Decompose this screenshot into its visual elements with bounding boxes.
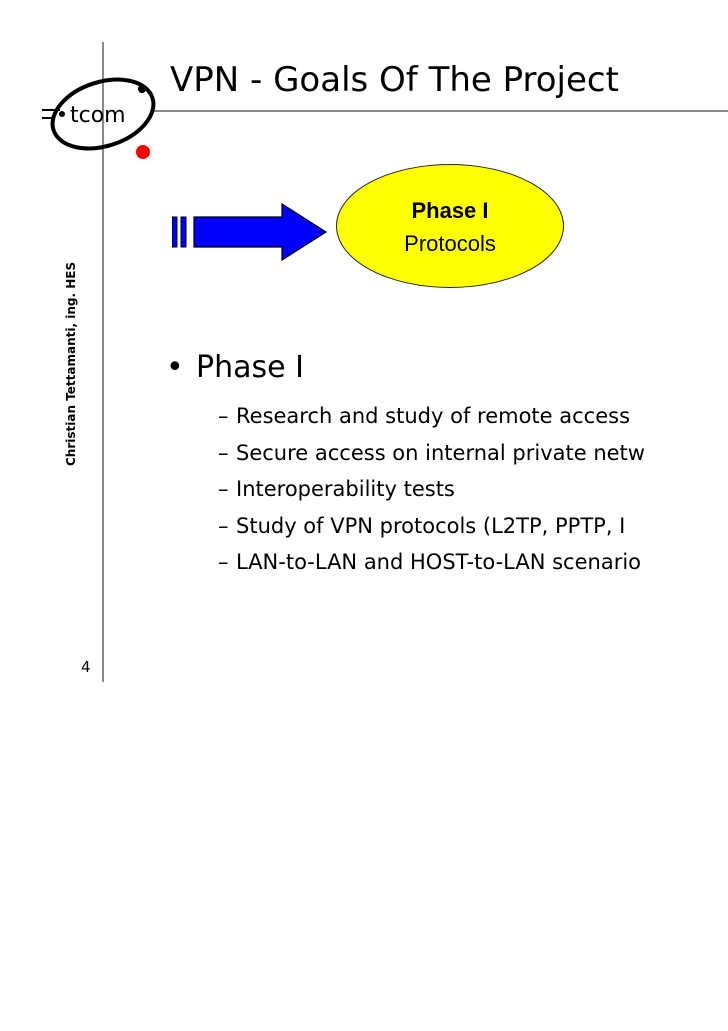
phase-oval xyxy=(336,164,564,288)
dash-icon: – xyxy=(218,440,229,465)
title-rule xyxy=(150,110,728,112)
sub-bullet-list: –Research and study of remote access –Se… xyxy=(218,398,645,581)
logo-text: tcom xyxy=(70,103,126,128)
sub-bullet-text: Interoperability tests xyxy=(236,477,455,501)
main-bullet: • Phase I xyxy=(166,350,304,385)
sub-bullet-text: Research and study of remote access xyxy=(236,404,631,428)
main-bullet-text: Phase I xyxy=(196,350,304,385)
phase-oval-subtitle: Protocols xyxy=(404,231,496,256)
page-number: 4 xyxy=(81,658,91,676)
sub-bullet-text: LAN-to-LAN and HOST-to-LAN scenario xyxy=(236,550,642,574)
dash-icon: – xyxy=(218,550,229,574)
phase-oval-title: Phase I xyxy=(411,198,489,223)
sub-bullet: –Interoperability tests xyxy=(218,471,645,508)
sub-bullet: –LAN-to-LAN and HOST-to-LAN scenario xyxy=(218,544,645,581)
author-credit: Christian Tettamanti, ing. HES xyxy=(64,261,78,466)
sub-bullet-text: Study of VPN protocols (L2TP, PPTP, I xyxy=(236,513,626,538)
vertical-rule xyxy=(102,42,104,682)
dash-icon: – xyxy=(218,477,229,501)
dash-icon: – xyxy=(218,404,229,428)
bullet-icon: • xyxy=(166,350,184,385)
tcom-logo: tcom xyxy=(42,77,156,159)
sub-bullet-text: Secure access on internal private netw xyxy=(236,440,645,465)
sub-bullet: –Study of VPN protocols (L2TP, PPTP, I xyxy=(218,508,645,545)
dash-icon: – xyxy=(218,513,229,538)
slide-title: VPN - Goals Of The Project xyxy=(170,60,619,100)
sub-bullet: –Research and study of remote access xyxy=(218,398,645,435)
sub-bullet: –Secure access on internal private netw xyxy=(218,435,645,472)
right-arrow-icon xyxy=(172,202,328,262)
